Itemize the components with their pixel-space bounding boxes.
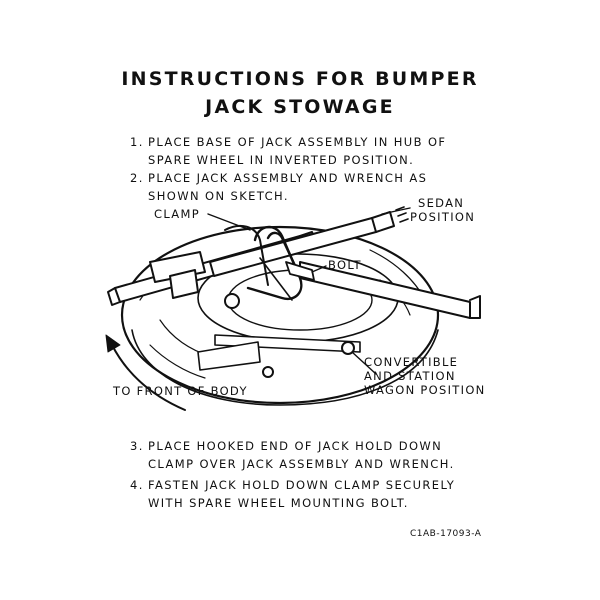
callout-leaders (207, 207, 411, 375)
convertible-position-label-line3: WAGON POSITION (364, 383, 486, 397)
step-text-line1: PLACE JACK ASSEMBLY AND WRENCH AS (148, 171, 428, 185)
part-number: C1AB-17093-A (410, 529, 482, 539)
step-text-line1: PLACE BASE OF JACK ASSEMBLY IN HUB OF (148, 135, 447, 149)
jack-base-drawing (149, 224, 355, 378)
step-number: 4. (130, 478, 144, 492)
hold-down-clamp-drawing (246, 225, 315, 301)
front-of-body-label: TO FRONT OF BODY (113, 384, 248, 398)
front-direction-arrow (105, 334, 186, 411)
step-number: 2. (130, 171, 144, 185)
bolt-label: BOLT (328, 258, 362, 272)
convertible-position-label-line1: CONVERTIBLE (364, 355, 459, 369)
step-text-line2: SPARE WHEEL IN INVERTED POSITION. (148, 153, 415, 167)
step-text-line1: FASTEN JACK HOLD DOWN CLAMP SECURELY (148, 478, 456, 492)
document-title-line2: JACK STOWAGE (205, 96, 395, 118)
step-text-line1: PLACE HOOKED END OF JACK HOLD DOWN (148, 439, 443, 453)
step-text-line2: CLAMP OVER JACK ASSEMBLY AND WRENCH. (148, 457, 455, 471)
step-text-line2: SHOWN ON SKETCH. (148, 189, 289, 203)
clamp-label: CLAMP (154, 207, 200, 221)
step-text-line2: WITH SPARE WHEEL MOUNTING BOLT. (148, 496, 409, 510)
document-title-line1: INSTRUCTIONS FOR BUMPER (121, 68, 479, 90)
jack-bar-drawing (197, 206, 481, 371)
convertible-position-label-line2: AND STATION (364, 369, 456, 383)
step-number: 3. (130, 439, 144, 453)
sedan-position-label-line2: POSITION (410, 210, 476, 224)
sedan-position-label-line1: SEDAN (418, 196, 465, 210)
step-number: 1. (130, 135, 144, 149)
